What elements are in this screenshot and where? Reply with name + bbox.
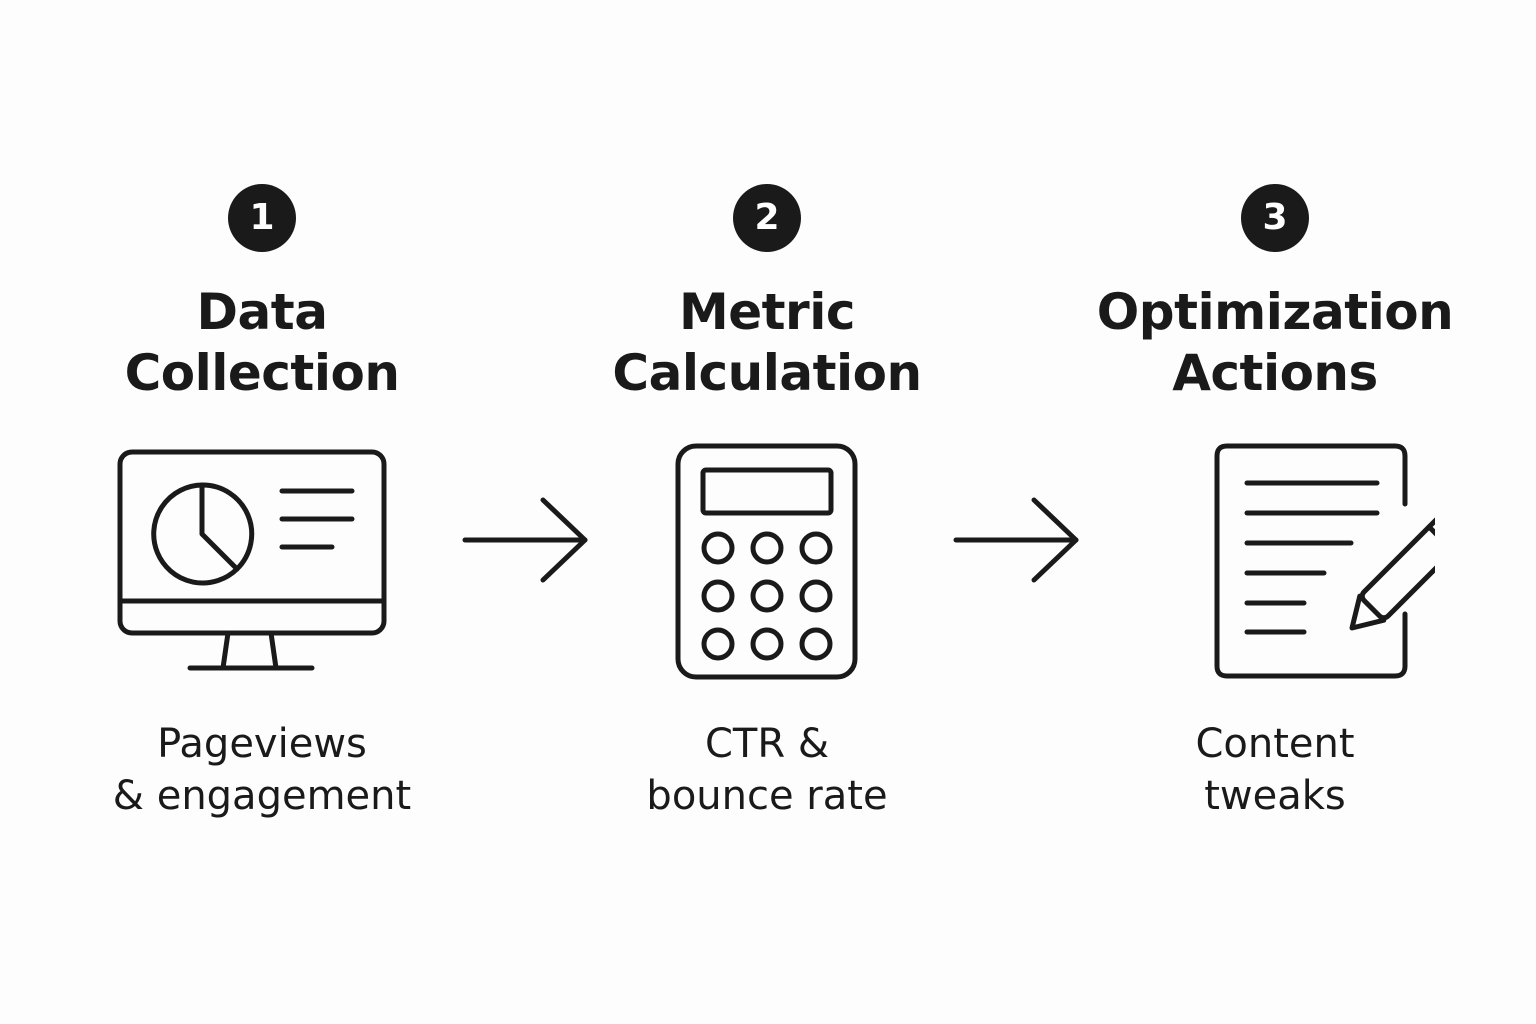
step-title: Metric Calculation [557, 282, 977, 404]
step-description: CTR & bounce rate [557, 718, 977, 822]
step-3-optimization-actions: 3 Optimization Actions Content tweaks [1065, 0, 1485, 1024]
step-description-line-1: Pageviews [157, 721, 367, 767]
step-title-line-1: Optimization [1096, 283, 1454, 341]
step-description-line-2: tweaks [1204, 773, 1346, 819]
step-title-line-1: Metric [678, 283, 856, 341]
arrow-right-icon [953, 497, 1079, 583]
step-description-line-2: & engagement [112, 773, 412, 819]
step-description: Content tweaks [1065, 718, 1485, 822]
step-title: Optimization Actions [1065, 282, 1485, 404]
step-title-line-2: Calculation [612, 344, 922, 402]
arrow-right-icon [462, 497, 588, 583]
step-description-line-1: CTR & [704, 721, 830, 767]
step-description-line-2: bounce rate [646, 773, 888, 819]
step-title-line-2: Actions [1172, 344, 1378, 402]
step-title-line-2: Collection [124, 344, 400, 402]
calculator-icon [675, 443, 858, 680]
monitor-pie-chart-icon [117, 449, 387, 671]
document-pencil-icon [1214, 443, 1435, 679]
step-2-metric-calculation: 2 Metric Calculation CTR & bounce rate [557, 0, 977, 1024]
step-1-data-collection: 1 Data Collection Pageviews & engagement [52, 0, 472, 1024]
step-title-line-1: Data [196, 283, 328, 341]
step-number-badge: 1 [228, 184, 296, 252]
step-title: Data Collection [52, 282, 472, 404]
step-number-badge: 3 [1241, 184, 1309, 252]
step-description-line-1: Content [1195, 721, 1355, 767]
step-number-badge: 2 [733, 184, 801, 252]
step-description: Pageviews & engagement [52, 718, 472, 822]
